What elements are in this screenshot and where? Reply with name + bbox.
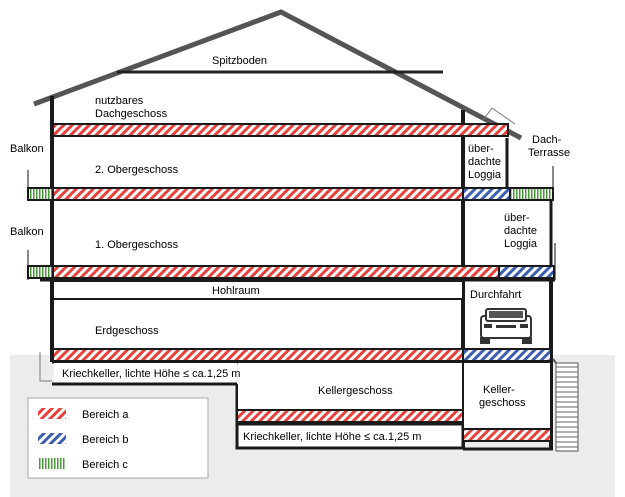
label-erdgeschoss: Erdgeschoss (95, 325, 159, 337)
label-balkon-top: Balkon (10, 143, 44, 155)
slab-dachgeschoss (52, 123, 509, 137)
legend-swatch-c (38, 458, 66, 469)
label-og1: 1. Obergeschoss (95, 239, 179, 251)
slab-keller-right (462, 428, 552, 442)
label-hohlraum: Hohlraum (212, 285, 260, 297)
label-terrasse-1: Dach- (532, 134, 562, 146)
label-loggia-mid-2: dachte (504, 225, 537, 237)
label-keller-right-1: Keller- (483, 384, 515, 396)
legend-swatch-a (38, 408, 66, 419)
slab-durchfahrt (462, 348, 552, 362)
legend-label-c: Bereich c (82, 459, 128, 471)
label-loggia-top-1: über- (468, 143, 494, 155)
label-terrasse-2: Terrasse (528, 147, 570, 159)
kriechkeller-top-box (54, 363, 237, 383)
label-kellergeschoss: Kellergeschoss (318, 385, 393, 397)
kellergeschoss-room (238, 363, 462, 410)
label-loggia-top-3: Loggia (468, 169, 502, 181)
label-kriechkeller-bottom: Kriechkeller, lichte Höhe ≤ ca.1,25 m (243, 431, 421, 443)
stair-steps (556, 366, 578, 448)
roof-edge-detail (482, 107, 516, 125)
slab-og2-loggia (462, 187, 511, 201)
car-icon (480, 308, 532, 344)
label-loggia-top-2: dachte (468, 156, 501, 168)
label-loggia-mid-3: Loggia (504, 238, 538, 250)
roof-outline (33, 9, 523, 141)
keller-right-room (464, 363, 550, 429)
slab-og1-main (52, 265, 500, 279)
slab-og1-loggia (498, 265, 555, 279)
label-og2: 2. Obergeschoss (95, 164, 179, 176)
kriechkeller-bottom-box (235, 422, 465, 450)
label-keller-right-2: geschoss (479, 397, 526, 409)
slab-kellergeschoss (236, 409, 464, 423)
foundation-step-left (39, 352, 52, 382)
legend-swatch-b (38, 433, 66, 444)
label-spitzboden: Spitzboden (212, 55, 267, 67)
legend-label-a: Bereich a (82, 409, 129, 421)
label-kriechkeller-top: Kriechkeller, lichte Höhe ≤ ca.1,25 m (62, 368, 240, 380)
stair-head (552, 358, 557, 364)
label-durchfahrt: Durchfahrt (470, 289, 521, 301)
label-dachgeschoss-1: nutzbares (95, 95, 144, 107)
label-loggia-mid-1: über- (504, 212, 530, 224)
slab-og1-balkon (27, 265, 54, 279)
legend-label-b: Bereich b (82, 434, 128, 446)
slab-og2-terrasse (509, 187, 554, 201)
label-dachgeschoss-2: Dachgeschoss (95, 108, 168, 120)
slab-og2-main (52, 187, 464, 201)
slab-erdgeschoss (52, 348, 464, 362)
slab-og2-balkon (27, 187, 54, 201)
label-balkon-mid: Balkon (10, 226, 44, 238)
hohlraum-box (52, 280, 464, 300)
